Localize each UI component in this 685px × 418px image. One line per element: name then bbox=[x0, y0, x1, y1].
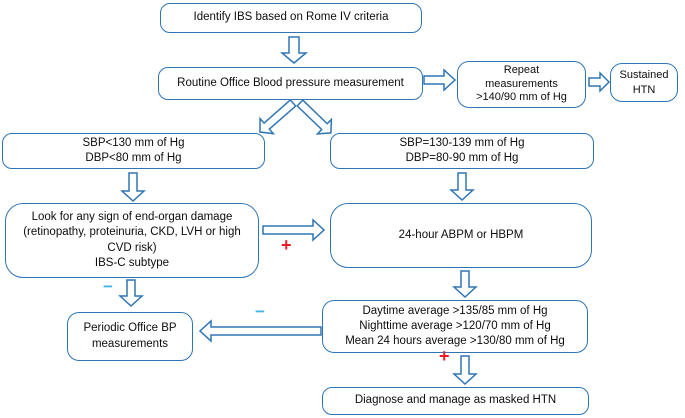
node-diagnose-masked-htn: Diagnose and manage as masked HTN bbox=[322, 387, 589, 415]
node-periodic-office-bp: Periodic Office BP measurements bbox=[67, 312, 193, 361]
arrow-identify-to-routine bbox=[279, 36, 309, 64]
arrow-routine-to-sbp-mid bbox=[296, 99, 333, 135]
node-routine-office-bp: Routine Office Blood pressure measuremen… bbox=[158, 67, 423, 100]
plus-sign-endorgan-branch: + bbox=[281, 235, 292, 255]
arrow-routine-to-repeat bbox=[423, 68, 457, 92]
node-end-organ-damage: Look for any sign of end-organ damage (r… bbox=[5, 203, 259, 278]
node-sbp-below-130: SBP<130 mm of Hg DBP<80 mm of Hg bbox=[2, 133, 265, 169]
node-sbp-130-139: SBP=130-139 mm of Hg DBP=80-90 mm of Hg bbox=[330, 133, 594, 169]
node-sustained-htn: Sustained HTN bbox=[610, 63, 678, 102]
arrow-sbp-low-to-endorgan bbox=[120, 172, 146, 203]
arrow-sbp-mid-to-abpm bbox=[449, 172, 475, 202]
arrow-averages-to-periodic bbox=[198, 319, 322, 343]
arrow-endorgan-to-periodic bbox=[118, 279, 144, 308]
arrow-abpm-to-averages bbox=[452, 270, 478, 299]
node-repeat-measurements: Repeat measurements >140/90 mm of Hg bbox=[457, 61, 586, 108]
minus-sign-averages-branch: − bbox=[255, 302, 265, 321]
arrow-endorgan-to-abpm bbox=[262, 218, 326, 242]
node-average-thresholds: Daytime average >135/85 mm of Hg Nightti… bbox=[322, 300, 588, 353]
arrow-averages-to-diagnose bbox=[452, 355, 478, 386]
plus-sign-averages-branch: + bbox=[439, 346, 450, 366]
arrow-routine-to-sbp-low bbox=[259, 98, 297, 135]
node-abpm-hbpm: 24-hour ABPM or HBPM bbox=[330, 203, 592, 268]
arrow-repeat-to-sustained bbox=[588, 71, 611, 93]
minus-sign-endorgan-branch: − bbox=[103, 277, 113, 296]
node-identify-ibs: Identify IBS based on Rome IV criteria bbox=[160, 3, 422, 33]
